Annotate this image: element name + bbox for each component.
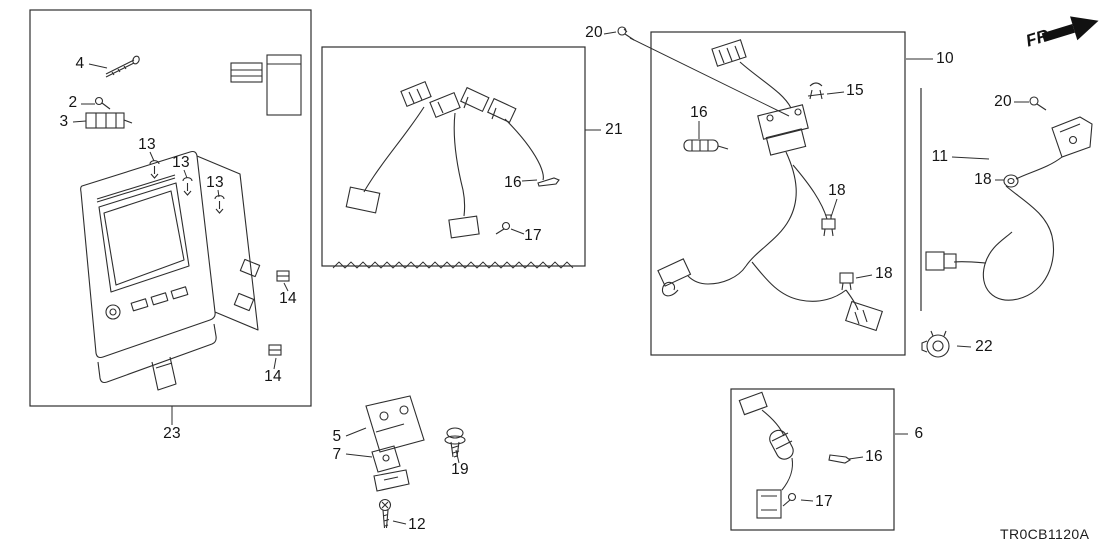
bracket-small-drawing [230, 62, 263, 83]
cable-ribbing [332, 261, 574, 269]
part-label-3: 3 [59, 113, 69, 130]
group-boxes [29, 9, 922, 531]
clip-15-drawing [807, 82, 825, 100]
box-part-23 [29, 9, 312, 407]
pin-4-drawing [105, 59, 135, 78]
part-label-12: 12 [408, 516, 426, 533]
part-label-16-a: 16 [504, 174, 522, 191]
clip-18-b-drawing [839, 272, 854, 291]
part-label-16-b: 16 [690, 104, 708, 121]
part-label-15: 15 [846, 82, 864, 99]
grommet-18-c-drawing [1003, 174, 1019, 188]
part-label-18-a: 18 [828, 182, 846, 199]
screw-19-drawing [444, 427, 466, 458]
harness-10-drawing [657, 39, 884, 332]
clip-16-21-drawing [537, 177, 560, 187]
part-label-14-b: 14 [264, 368, 282, 385]
leader-lines [72, 31, 1029, 525]
diagram-code: TR0CB1120A [1000, 526, 1090, 542]
part-label-19: 19 [451, 461, 469, 478]
box-part-10 [650, 31, 906, 356]
screw-2-drawing [94, 96, 104, 106]
part-label-4: 4 [75, 55, 85, 72]
part-label-13-a: 13 [138, 136, 156, 153]
part-label-17-a: 17 [524, 227, 542, 244]
part-label-13-b: 13 [172, 154, 190, 171]
clip-17-21-drawing [501, 221, 511, 231]
bracket-5-7-drawing [365, 395, 425, 492]
part-label-22: 22 [975, 338, 993, 355]
part-label-21: 21 [605, 121, 623, 138]
clip-16-10-drawing [683, 139, 719, 152]
clip-18-a-drawing [821, 214, 836, 237]
part-label-18-b: 18 [875, 265, 893, 282]
part-label-7: 7 [332, 446, 342, 463]
part-label-2: 2 [68, 94, 78, 111]
part-label-17-b: 17 [815, 493, 833, 510]
part-label-14-a: 14 [279, 290, 297, 307]
part-label-18-c: 18 [974, 171, 992, 188]
box-part-21 [321, 46, 586, 267]
cable-6-drawing [738, 391, 851, 519]
cable-11-drawing [925, 96, 1093, 301]
screw-12-drawing [378, 498, 392, 529]
part-label-6: 6 [914, 425, 924, 442]
connector-3-drawing [85, 112, 125, 129]
small-parts-box-23 [85, 54, 302, 356]
fr-arrow-icon [1041, 16, 1099, 43]
clip-13-c-drawing [214, 195, 225, 214]
clip-16-6-drawing [828, 454, 851, 464]
clip-17-6-drawing [782, 492, 797, 507]
box-part-6 [730, 388, 895, 531]
part-label-20-a: 20 [585, 24, 603, 41]
bracket-large-drawing [266, 54, 302, 116]
part-label-20-b: 20 [994, 93, 1012, 110]
head-unit-drawing [80, 150, 261, 391]
clip-13-b-drawing [182, 177, 193, 196]
part-label-11: 11 [931, 148, 949, 165]
part-label-5: 5 [332, 428, 342, 445]
part-label-16-c: 16 [865, 448, 883, 465]
part-label-23: 23 [163, 425, 181, 442]
clip-13-a-drawing [149, 160, 160, 179]
screw-20-a-drawing [617, 26, 635, 41]
screw-20-b-drawing [1029, 96, 1047, 111]
part-label-10: 10 [936, 50, 954, 67]
harness-21-drawing [332, 80, 574, 269]
part-label-13-c: 13 [206, 174, 224, 191]
connector-22-drawing [921, 330, 950, 358]
